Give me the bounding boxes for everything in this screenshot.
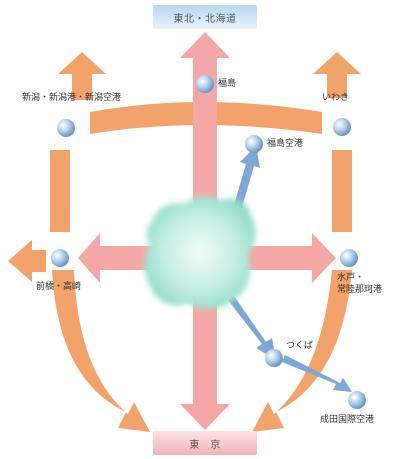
- pink-arrow-north: [180, 32, 230, 58]
- node-narita: [348, 391, 366, 409]
- node-niigata: [57, 119, 75, 137]
- label-mito-line1: 水戸・: [337, 273, 365, 283]
- label-fukushima-airport: 福島空港: [267, 139, 304, 149]
- south-destination-label: 東 京: [189, 439, 221, 451]
- label-tsukuba: つくば: [286, 341, 314, 351]
- orange-left-band: [50, 150, 70, 232]
- blue-arrow-fukushima-airport: [232, 146, 260, 214]
- orange-arrow-iwaki: [313, 52, 361, 98]
- orange-arrow-right-to-tokyo: [252, 270, 352, 432]
- north-destination-label: 東北・北海道: [173, 13, 237, 25]
- orange-arrow-left-to-tokyo: [52, 270, 150, 432]
- pink-arrow-south: [180, 404, 230, 430]
- label-iwaki: いわき: [322, 93, 350, 103]
- label-mito-line2: 常陸那珂港: [337, 285, 383, 295]
- pink-arrow-east: [312, 233, 336, 283]
- label-niigata: 新潟・新潟港・新潟空港: [22, 93, 122, 103]
- label-maebashi: 前橋・高崎: [36, 282, 82, 292]
- center-region-blob: [144, 195, 256, 309]
- node-tsukuba: [265, 349, 283, 367]
- orange-right-band: [332, 150, 352, 232]
- orange-arrow-maebashi: [8, 240, 46, 282]
- orange-arrow-niigata: [58, 52, 106, 100]
- blue-arrow-tsukuba: [228, 296, 276, 360]
- node-mito: [340, 249, 358, 267]
- node-fukushima: [196, 75, 214, 93]
- label-narita: 成田国際空港: [320, 415, 375, 425]
- south-destination-pill: [153, 431, 257, 455]
- north-destination-pill: [153, 5, 257, 29]
- label-fukushima: 福島: [218, 79, 237, 89]
- pink-arrow-west: [78, 233, 100, 283]
- node-fukushima-airport: [245, 135, 263, 153]
- node-maebashi: [51, 249, 69, 267]
- node-iwaki: [333, 118, 351, 136]
- blue-arrow-narita: [282, 355, 352, 392]
